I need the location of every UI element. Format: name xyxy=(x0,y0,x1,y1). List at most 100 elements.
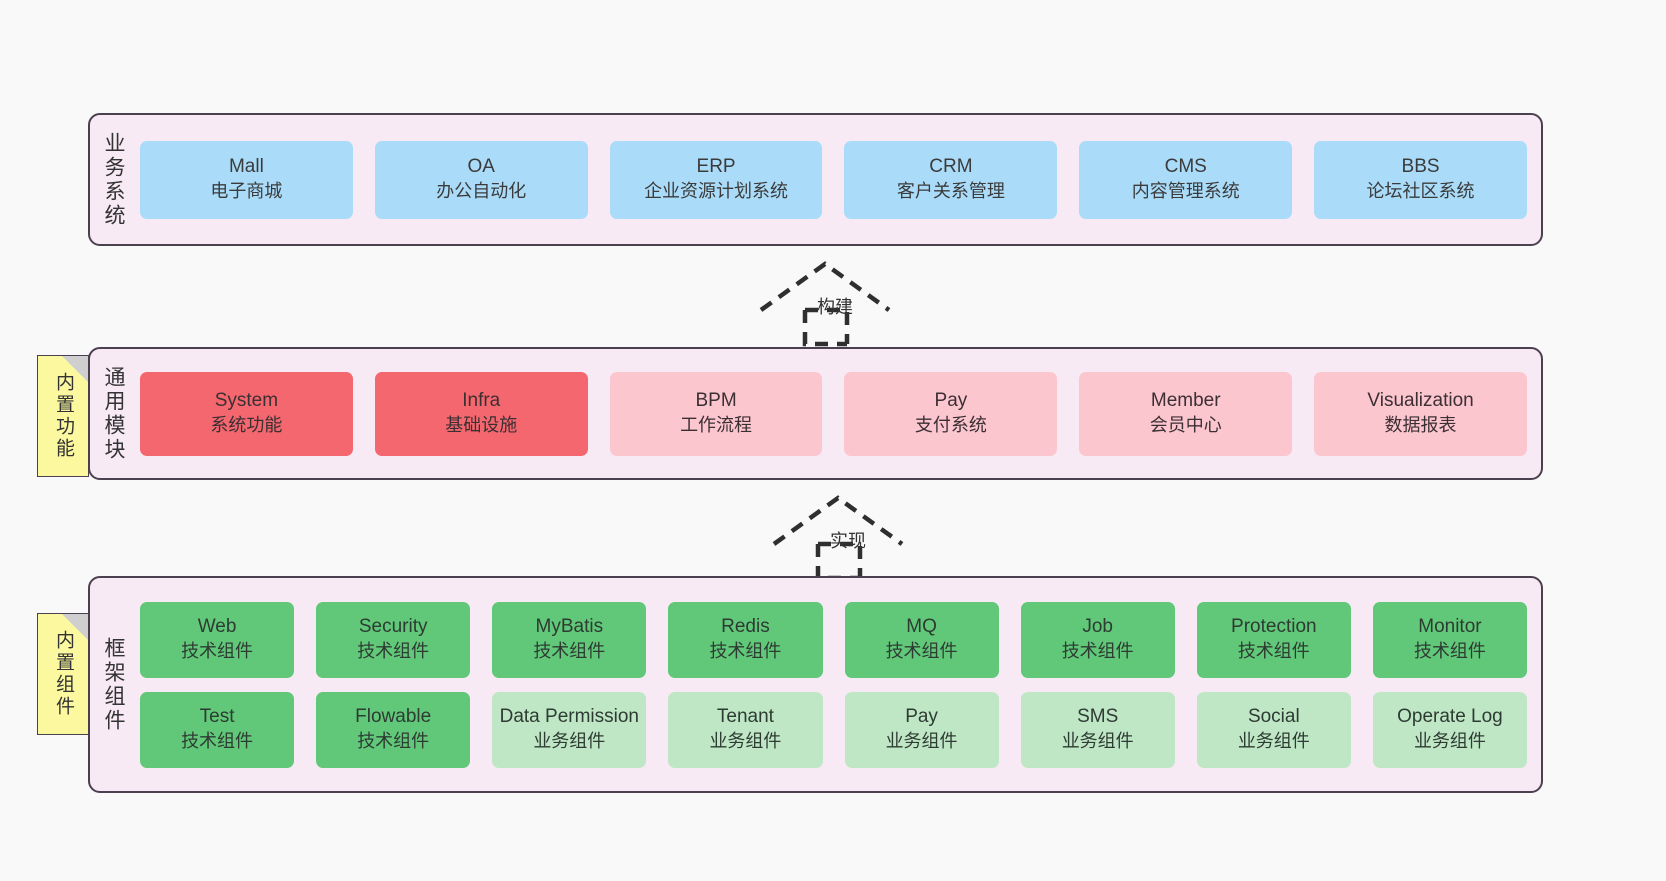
component-card-data-permission[interactable]: Data Permission 业务组件 xyxy=(492,691,647,768)
card-title: Visualization xyxy=(1367,390,1474,412)
card-title: Mall xyxy=(228,156,264,178)
card-subtitle: 技术组件 xyxy=(533,641,606,662)
card-subtitle: 论坛社区系统 xyxy=(1366,181,1475,202)
card-title: Data Permission xyxy=(499,706,639,728)
card-title: Test xyxy=(199,706,235,728)
module-card-bpm[interactable]: BPM 工作流程 xyxy=(609,371,823,456)
card-subtitle: 业务组件 xyxy=(1413,731,1486,752)
card-subtitle: 企业资源计划系统 xyxy=(644,181,789,202)
component-card-monitor[interactable]: Monitor 技术组件 xyxy=(1372,601,1527,678)
module-card-infra[interactable]: Infra 基础设施 xyxy=(374,371,588,456)
module-card-visualization[interactable]: Visualization 数据报表 xyxy=(1314,371,1527,456)
card-subtitle: 内容管理系统 xyxy=(1131,181,1240,202)
card-title: Web xyxy=(197,616,237,638)
card-subtitle: 电子商城 xyxy=(210,181,283,202)
layer-title-common-module: 通用模块 xyxy=(102,365,126,462)
card-title: Flowable xyxy=(355,706,432,728)
component-card-tenant[interactable]: Tenant 业务组件 xyxy=(668,691,823,768)
component-card-security[interactable]: Security 技术组件 xyxy=(316,601,471,678)
component-card-mq[interactable]: MQ 技术组件 xyxy=(844,601,999,678)
note-builtin-feature: 内置功能 xyxy=(37,355,89,477)
card-row: System 系统功能 Infra 基础设施 BPM 工作流程 Pay 支付系统… xyxy=(140,371,1527,456)
card-title: Social xyxy=(1247,706,1300,728)
card-title: SMS xyxy=(1077,706,1119,728)
card-title: Member xyxy=(1150,390,1221,412)
card-title: BPM xyxy=(695,390,737,412)
component-card-job[interactable]: Job 技术组件 xyxy=(1020,601,1175,678)
module-card-mall[interactable]: Mall 电子商城 xyxy=(140,140,353,219)
connector-implement-label: 实现 xyxy=(830,531,866,551)
component-card-mybatis[interactable]: MyBatis 技术组件 xyxy=(492,601,647,678)
card-subtitle: 业务组件 xyxy=(709,731,782,752)
connector-build-arrow xyxy=(755,258,905,347)
card-subtitle: 技术组件 xyxy=(1061,641,1134,662)
module-card-pay[interactable]: Pay 支付系统 xyxy=(844,371,1058,456)
card-title: Pay xyxy=(934,390,968,412)
card-title: Operate Log xyxy=(1397,706,1503,728)
module-card-erp[interactable]: ERP 企业资源计划系统 xyxy=(609,140,823,219)
card-title: Monitor xyxy=(1418,616,1482,638)
card-subtitle: 技术组件 xyxy=(1413,641,1486,662)
card-title: Pay xyxy=(905,706,938,728)
module-card-cms[interactable]: CMS 内容管理系统 xyxy=(1079,140,1293,219)
component-card-social[interactable]: Social 业务组件 xyxy=(1196,691,1351,768)
card-subtitle: 技术组件 xyxy=(885,641,958,662)
card-title: Infra xyxy=(462,390,501,412)
layer-body-common-module: System 系统功能 Infra 基础设施 BPM 工作流程 Pay 支付系统… xyxy=(136,349,1541,478)
component-card-sms[interactable]: SMS 业务组件 xyxy=(1020,691,1175,768)
module-card-member[interactable]: Member 会员中心 xyxy=(1079,371,1293,456)
card-title: OA xyxy=(467,156,495,178)
card-subtitle: 数据报表 xyxy=(1384,415,1457,436)
component-card-pay[interactable]: Pay 业务组件 xyxy=(844,691,999,768)
card-subtitle: 会员中心 xyxy=(1149,415,1222,436)
card-subtitle: 支付系统 xyxy=(914,415,987,436)
card-title: BBS xyxy=(1401,156,1440,178)
card-title: MyBatis xyxy=(535,616,604,638)
note-label: 内置组件 xyxy=(52,630,74,718)
card-row: Web 技术组件 Security 技术组件 MyBatis 技术组件 Redi… xyxy=(140,601,1527,678)
card-title: CMS xyxy=(1164,156,1207,178)
note-builtin-component: 内置组件 xyxy=(37,613,89,735)
folded-corner-icon xyxy=(62,356,88,382)
card-title: System xyxy=(214,390,279,412)
card-row: Test 技术组件 Flowable 技术组件 Data Permission … xyxy=(140,691,1527,768)
card-title: Tenant xyxy=(716,706,774,728)
folded-corner-icon xyxy=(62,614,88,640)
component-card-flowable[interactable]: Flowable 技术组件 xyxy=(316,691,471,768)
card-title: CRM xyxy=(929,156,973,178)
card-subtitle: 技术组件 xyxy=(357,731,430,752)
card-subtitle: 系统功能 xyxy=(210,415,283,436)
card-subtitle: 工作流程 xyxy=(680,415,753,436)
layer-title-framework-component: 框架组件 xyxy=(102,636,126,733)
component-card-protection[interactable]: Protection 技术组件 xyxy=(1196,601,1351,678)
card-row: Mall 电子商城 OA 办公自动化 ERP 企业资源计划系统 CRM 客户关系… xyxy=(140,140,1527,219)
component-card-test[interactable]: Test 技术组件 xyxy=(140,691,295,768)
card-subtitle: 业务组件 xyxy=(885,731,958,752)
layer-body-framework-component: Web 技术组件 Security 技术组件 MyBatis 技术组件 Redi… xyxy=(136,578,1541,791)
component-card-redis[interactable]: Redis 技术组件 xyxy=(668,601,823,678)
layer-framework-component: 框架组件 Web 技术组件 Security 技术组件 MyBatis 技术组件… xyxy=(88,576,1543,793)
module-card-system[interactable]: System 系统功能 xyxy=(140,371,353,456)
card-subtitle: 业务组件 xyxy=(1061,731,1134,752)
card-title: ERP xyxy=(696,156,736,178)
card-subtitle: 技术组件 xyxy=(357,641,430,662)
module-card-crm[interactable]: CRM 客户关系管理 xyxy=(844,140,1058,219)
connector-build-label: 构建 xyxy=(817,297,853,317)
card-subtitle: 技术组件 xyxy=(181,641,254,662)
layer-common-module: 通用模块 System 系统功能 Infra 基础设施 BPM 工作流程 Pay… xyxy=(88,347,1543,480)
card-title: Job xyxy=(1082,616,1113,638)
component-card-operate-log[interactable]: Operate Log 业务组件 xyxy=(1372,691,1527,768)
card-title: Security xyxy=(358,616,428,638)
card-subtitle: 基础设施 xyxy=(445,415,518,436)
layer-title-business-system: 业务系统 xyxy=(102,131,126,228)
card-title: Protection xyxy=(1231,616,1317,638)
layer-business-system: 业务系统 Mall 电子商城 OA 办公自动化 ERP 企业资源计划系统 CRM… xyxy=(88,113,1543,246)
note-label: 内置功能 xyxy=(52,372,74,460)
module-card-oa[interactable]: OA 办公自动化 xyxy=(374,140,588,219)
card-subtitle: 技术组件 xyxy=(709,641,782,662)
card-subtitle: 办公自动化 xyxy=(436,181,527,202)
card-title: MQ xyxy=(906,616,937,638)
module-card-bbs[interactable]: BBS 论坛社区系统 xyxy=(1314,140,1527,219)
component-card-web[interactable]: Web 技术组件 xyxy=(140,601,295,678)
